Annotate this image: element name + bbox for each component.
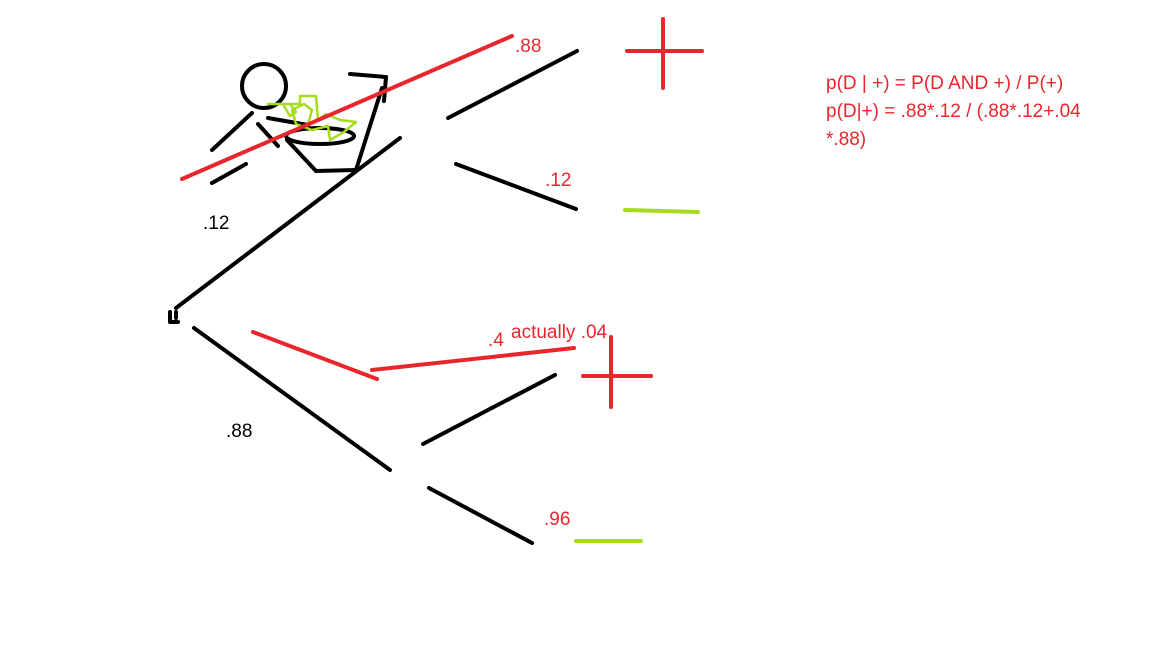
branch-top xyxy=(174,136,402,310)
green-scribble-mark xyxy=(266,94,358,142)
minus-icon xyxy=(623,208,700,214)
plus-icon xyxy=(625,17,704,90)
label-bottom-plus-prob: .4 xyxy=(488,330,504,351)
formula-line-1: p(D | +) = P(D AND +) / P(+) xyxy=(826,73,1064,94)
label-bottom-branch: .88 xyxy=(226,421,252,442)
branch-bottom-minus xyxy=(427,486,534,545)
red-annotation-bottom-2 xyxy=(370,346,576,372)
bayes-formula: p(D | +) = P(D AND +) / P(+) p(D|+) = .8… xyxy=(826,70,1081,154)
label-top-branch: .12 xyxy=(203,213,229,234)
branch-top-plus xyxy=(446,49,579,120)
formula-line-3: *.88) xyxy=(826,129,867,150)
label-top-minus-prob: .12 xyxy=(545,170,571,191)
label-top-plus-prob: .88 xyxy=(515,36,541,57)
person-doodle-icon xyxy=(210,62,388,185)
branch-top-minus xyxy=(454,162,578,211)
branch-bottom-plus xyxy=(421,373,557,446)
red-strike-top xyxy=(180,34,514,181)
label-bottom-plus-correction: actually .04 xyxy=(511,322,608,343)
plus-icon xyxy=(581,335,653,409)
red-annotation-bottom-1 xyxy=(251,330,379,381)
formula-line-2: p(D|+) = .88*.12 / (.88*.12+.04 xyxy=(826,101,1081,122)
root-node-mark xyxy=(168,310,180,324)
branch-bottom xyxy=(192,326,392,472)
label-bottom-minus-prob: .96 xyxy=(544,509,570,530)
